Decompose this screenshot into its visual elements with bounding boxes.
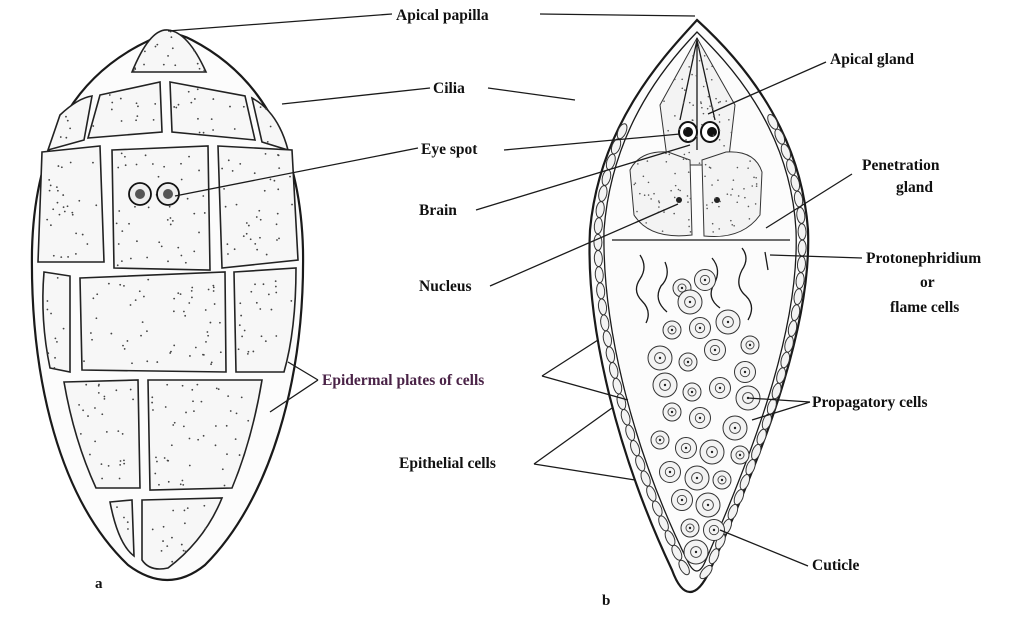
label-nucleus: Nucleus: [419, 278, 472, 295]
epidermal-plates-tier2: [38, 146, 298, 270]
label-protonephridium: Protonephridium: [866, 250, 981, 267]
label-apical-gland: Apical gland: [830, 51, 914, 68]
label-eye-spot: Eye spot: [421, 141, 478, 158]
label-flame-cells: flame cells: [890, 299, 959, 316]
epidermal-plates-tier4: [64, 380, 262, 490]
figure-b: b: [590, 20, 809, 609]
label-apical-papilla: Apical papilla: [396, 7, 489, 24]
label-cuticle: Cuticle: [812, 557, 859, 574]
label-cilia: Cilia: [433, 80, 465, 97]
figure-letter-b: b: [602, 593, 610, 609]
label-brain: Brain: [419, 202, 457, 219]
label-penetration: Penetration: [862, 157, 940, 174]
label-or: or: [920, 274, 935, 291]
label-gland: gland: [896, 179, 933, 196]
label-epidermal-plates: Epidermal plates of cells: [322, 372, 484, 389]
figure-letter-a: a: [95, 576, 103, 592]
label-epithelial-cells: Epithelial cells: [399, 455, 496, 472]
label-propagatory-cells: Propagatory cells: [812, 394, 928, 411]
figure-a: a: [32, 29, 303, 592]
